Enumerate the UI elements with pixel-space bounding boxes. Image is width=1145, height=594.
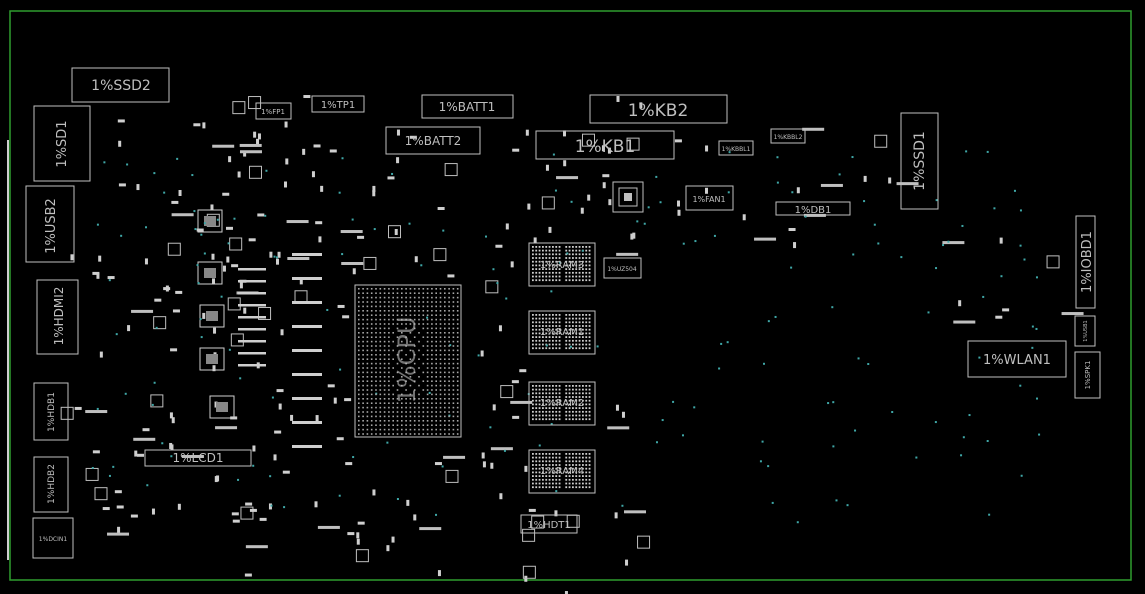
connector-usb2[interactable]: 1%USB2 xyxy=(25,185,75,263)
decorative-footprints xyxy=(60,95,1084,594)
connector-hdt1[interactable]: 1%HDT1 xyxy=(520,514,578,534)
label-sd1: 1%SD1 xyxy=(55,120,70,167)
connector-kbbl1[interactable]: 1%KBBL1 xyxy=(718,140,754,156)
label-hdt1: 1%HDT1 xyxy=(527,520,571,531)
chip-ram2[interactable]: 1%RAM2 xyxy=(528,381,596,426)
label-kbbl2: 1%KBBL2 xyxy=(774,134,803,141)
cpu-ball-grid xyxy=(358,288,459,435)
label-fan1: 1%FAN1 xyxy=(692,195,725,204)
label-hdb2: 1%HDB2 xyxy=(47,464,57,504)
label-ram4: 1%RAM4 xyxy=(540,466,584,477)
label-ssd1: 1%SSD1 xyxy=(912,131,928,191)
connector-hdb2[interactable]: 1%HDB2 xyxy=(33,456,69,513)
label-wlan1: 1%WLAN1 xyxy=(983,353,1051,368)
connector-batt2[interactable]: 1%BATT2 xyxy=(385,126,481,155)
via-field xyxy=(91,150,1041,524)
label-lcd1: 1%LCD1 xyxy=(173,451,224,465)
connector-iobd1[interactable]: 1%IOBD1 xyxy=(1075,215,1096,309)
label-usb1: 1%USB1 xyxy=(1083,320,1089,341)
label-fp1: 1%FP1 xyxy=(261,108,285,116)
label-spk1: 1%SPK1 xyxy=(1084,361,1092,390)
connector-tp1[interactable]: 1%TP1 xyxy=(311,95,365,113)
label-tp1: 1%TP1 xyxy=(321,100,355,111)
label-cpu: 1%CPU xyxy=(393,317,421,404)
chip-cpu[interactable]: 1%CPU xyxy=(354,284,462,438)
label-ram1: 1%RAM1 xyxy=(540,327,584,338)
label-usb2: 1%USB2 xyxy=(44,198,59,254)
label-hdb1: 1%HDB1 xyxy=(47,392,57,432)
label-batt2: 1%BATT2 xyxy=(405,134,462,148)
connector-hdb1[interactable]: 1%HDB1 xyxy=(33,382,69,441)
connector-spk1[interactable]: 1%SPK1 xyxy=(1074,351,1101,399)
connector-usb1[interactable]: 1%USB1 xyxy=(1074,315,1096,347)
connector-db1[interactable]: 1%DB1 xyxy=(775,201,851,216)
connector-wlan1[interactable]: 1%WLAN1 xyxy=(967,340,1067,378)
chip-ram4[interactable]: 1%RAM4 xyxy=(528,449,596,494)
connector-kbbl2[interactable]: 1%KBBL2 xyxy=(770,128,806,144)
label-db1: 1%DB1 xyxy=(795,205,832,216)
label-kb2: 1%KB2 xyxy=(628,101,689,121)
label-batt1: 1%BATT1 xyxy=(439,100,496,114)
connector-hdmi2[interactable]: 1%HDMI2 xyxy=(36,279,79,355)
connector-ssd1[interactable]: 1%SSD1 xyxy=(900,112,939,210)
label-dcin1: 1%DCIN1 xyxy=(39,536,68,543)
connector-lcd1[interactable]: 1%LCD1 xyxy=(144,449,252,467)
label-hdmi2: 1%HDMI2 xyxy=(52,287,66,346)
connector-dcin1[interactable]: 1%DCIN1 xyxy=(32,517,74,559)
connector-batt1[interactable]: 1%BATT1 xyxy=(421,94,514,119)
connector-kb2[interactable]: 1%KB2 xyxy=(589,94,728,124)
chip-ec[interactable] xyxy=(612,181,644,213)
connector-ssd2[interactable]: 1%SSD2 xyxy=(71,67,170,103)
label-ram2: 1%RAM2 xyxy=(540,398,584,409)
label-ssd2: 1%SSD2 xyxy=(91,78,151,94)
connector-sd1[interactable]: 1%SD1 xyxy=(33,105,91,182)
connector-kb1[interactable]: 1%KB1 xyxy=(535,130,675,160)
label-iobd1: 1%IOBD1 xyxy=(1080,231,1095,293)
board-outline xyxy=(9,10,1132,581)
label-kb1: 1%KB1 xyxy=(575,137,636,157)
label-uz504: 1%UZ504 xyxy=(607,266,637,273)
connector-fp1[interactable]: 1%FP1 xyxy=(255,102,292,120)
label-ram3: 1%RAM3 xyxy=(540,260,584,271)
label-kbbl1: 1%KBBL1 xyxy=(722,146,751,153)
connector-fan1[interactable]: 1%FAN1 xyxy=(685,185,734,211)
chip-ram1[interactable]: 1%RAM1 xyxy=(528,310,596,355)
chip-uz504[interactable]: 1%UZ504 xyxy=(603,257,642,279)
chip-ram3[interactable]: 1%RAM3 xyxy=(528,242,596,287)
